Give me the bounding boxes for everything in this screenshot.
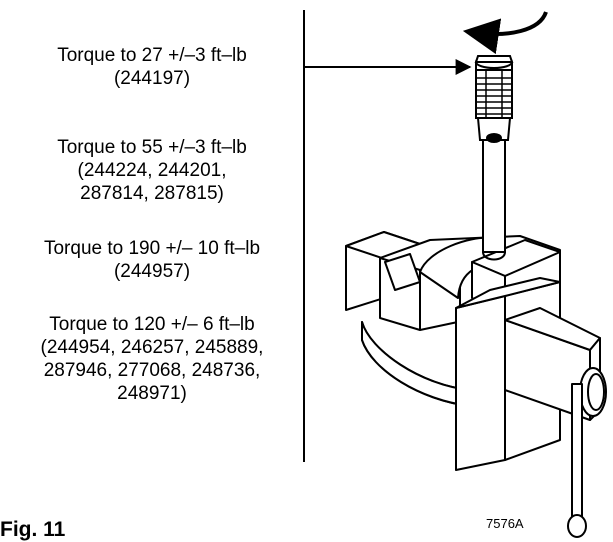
rotation-arrow-icon [462, 11, 548, 55]
torque-spec-line: 287814, 287815) [80, 183, 224, 204]
torque-spec-line: (244954, 246257, 245889, [40, 337, 264, 358]
fluid-tube [482, 139, 506, 261]
torque-spec-line: 248971) [117, 383, 187, 404]
torque-spec-120: Torque to 120 +/– 6 ft–lb (244954, 24625… [0, 313, 304, 405]
threaded-fitting-icon [474, 55, 514, 143]
torque-spec-line: Torque to 120 +/– 6 ft–lb [49, 314, 255, 335]
torque-spec-line: (244224, 244201, [77, 160, 227, 181]
torque-spec-line: (244197) [113, 68, 191, 89]
torque-spec-55: Torque to 55 +/–3 ft–lb (244224, 244201,… [0, 136, 304, 205]
drawing-number: 7576A [486, 516, 524, 531]
torque-spec-line: Torque to 55 +/–3 ft–lb [57, 137, 247, 158]
figure-label: Fig. 11 [0, 518, 66, 541]
vise-handle [571, 383, 583, 523]
vise-left-jaw-plate [384, 253, 421, 291]
torque-spec-190: Torque to 190 +/– 10 ft–lb (244957) [0, 237, 304, 283]
torque-spec-27: Torque to 27 +/–3 ft–lb (244197) [0, 44, 304, 90]
torque-spec-line: 287946, 277068, 248736, [43, 360, 261, 381]
bench-vise-drawing [345, 231, 607, 538]
vise-handle-knob [567, 514, 587, 538]
torque-spec-line: Torque to 190 +/– 10 ft–lb [43, 238, 261, 259]
torque-spec-line: (244957) [113, 261, 191, 282]
torque-spec-line: Torque to 27 +/–3 ft–lb [57, 45, 247, 66]
vise-front-body [455, 295, 506, 471]
